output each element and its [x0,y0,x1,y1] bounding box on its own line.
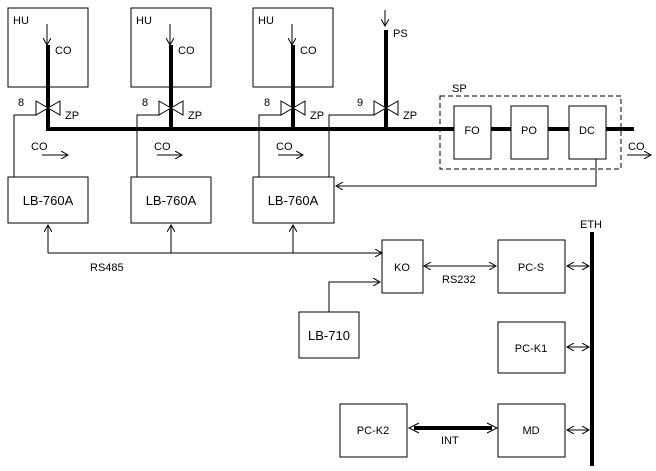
logger-label: LB-760A [23,193,74,208]
valve-zp-4 [373,100,399,116]
pcs-label: PC-S [518,262,544,274]
int-label: INT [441,435,459,447]
valve-number: 8 [264,97,270,109]
filter-fo: FO [453,105,492,160]
co-label: CO [178,45,195,57]
logger-lb760a-1: LB-760A [7,176,89,224]
valve-zp-2 [158,100,184,116]
co-flow-label: CO [154,141,171,153]
filter-po: PO [510,105,549,160]
ps-label: PS [393,28,408,40]
inflow-arrows [47,10,385,45]
rs232-label: RS232 [442,274,476,286]
valve-zp-1 [35,100,61,116]
co-outflow-label: CO [628,141,645,153]
logger-lb760a-3: LB-760A [252,176,335,224]
int-link [407,422,499,434]
eth-label: ETH [580,219,602,231]
zp-label: ZP [65,110,79,122]
eth-links [567,266,589,430]
dc-label: DC [579,125,595,137]
pc-s-unit: PC-S [497,239,566,294]
valve-number: 8 [142,97,148,109]
pck2-label: PC-K2 [357,425,389,437]
lb710-unit: LB-710 [298,311,360,359]
hu-label: HU [13,15,29,27]
ko-unit: KO [381,239,424,294]
pck1-label: PC-K1 [515,343,547,355]
sensor-lines [13,114,374,177]
rs485-label: RS485 [90,262,124,274]
co-label: CO [300,45,317,57]
fo-label: FO [464,125,480,137]
hu-label: HU [258,15,274,27]
zp-label: ZP [403,110,417,122]
lb710-label: LB-710 [308,328,350,343]
hu-label: HU [136,15,152,27]
sp-group: SP [439,83,622,170]
zp-label: ZP [310,110,324,122]
vertical-pipes [46,30,388,130]
zp-label: ZP [188,110,202,122]
md-label: MD [522,425,539,437]
pc-k2-unit: PC-K2 [339,403,408,458]
logger-lb760a-2: LB-760A [130,176,212,224]
logger-label: LB-760A [146,193,197,208]
valve-number: 9 [357,97,363,109]
co-label: CO [55,45,72,57]
po-label: PO [521,125,537,137]
co-flow-label: CO [31,141,48,153]
valve-number: 8 [18,97,24,109]
co-flow-label: CO [276,141,293,153]
lb710-link [328,282,380,312]
ko-label: KO [394,262,410,274]
md-unit: MD [497,403,566,458]
sp-label: SP [452,83,467,95]
filter-dc: DC [568,105,607,160]
logger-label: LB-760A [268,193,319,208]
pc-k1-unit: PC-K1 [497,321,566,374]
rs485-bus [48,225,382,253]
valve-zp-3 [280,100,306,116]
dc-feedback-line [336,159,597,186]
